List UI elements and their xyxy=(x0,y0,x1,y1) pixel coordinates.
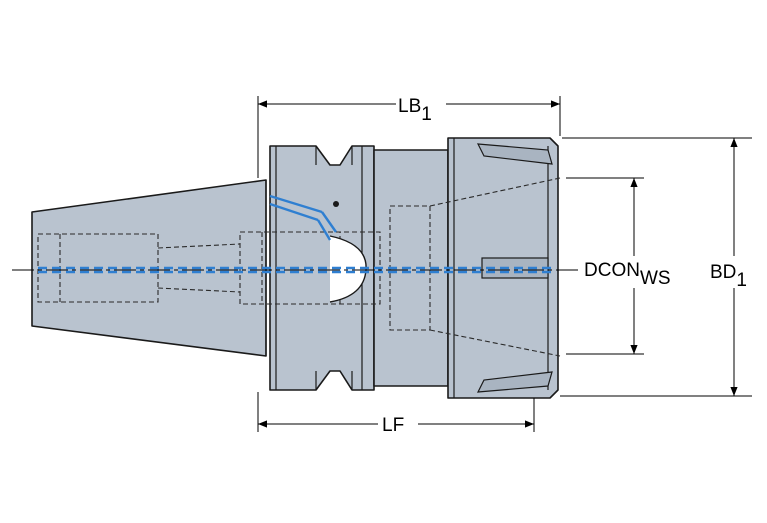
dcon-label-sub: WS xyxy=(640,268,671,289)
lf-label: LF xyxy=(382,415,404,436)
bd1-label: BD1 xyxy=(710,262,747,291)
bd1-label-sub: 1 xyxy=(736,270,747,291)
lf-label-main: LF xyxy=(382,415,404,436)
lb1-label-main: LB xyxy=(398,96,421,117)
coolant-channel xyxy=(38,194,556,274)
dcon-label: DCONWS xyxy=(584,260,671,289)
lb1-label-sub: 1 xyxy=(421,104,432,125)
lb1-label: LB1 xyxy=(398,96,432,125)
bd1-label-main: BD xyxy=(710,262,736,283)
reference-dot xyxy=(333,201,339,207)
dcon-label-main: DCON xyxy=(584,260,640,281)
